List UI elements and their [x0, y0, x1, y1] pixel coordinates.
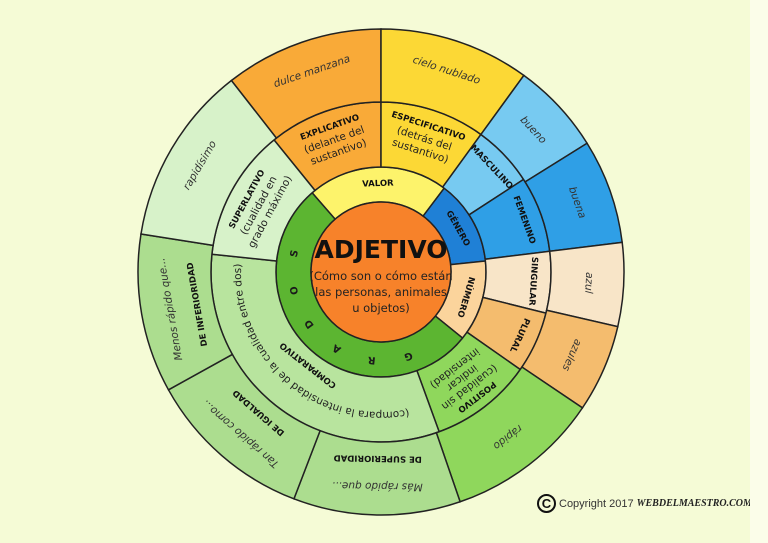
example-azul-label: azul [582, 272, 595, 294]
center-description-line: (Cómo son o cómo están [309, 269, 452, 283]
grados-letter: R [367, 354, 376, 366]
copyright-text: Copyright 2017 [559, 497, 634, 510]
center-description-line: las personas, animales [315, 285, 447, 299]
valor-label: VALOR [362, 178, 394, 189]
de-superioridad-label: DE SUPERIORIDAD [334, 452, 422, 464]
copyright-notice: C Copyright 2017 WEBDELMAESTRO.COM [537, 494, 752, 513]
center-description-line: u objetos) [352, 301, 410, 315]
wheel-segments [137, 28, 625, 516]
grados-letter: G [403, 349, 414, 362]
de-superioridad-label: Más rápido que... [332, 479, 423, 493]
center-disc [310, 201, 452, 343]
center-title: ADJETIVO [315, 235, 448, 264]
copyright-icon: C [537, 494, 556, 513]
grados-letter: S [289, 249, 301, 258]
center-circle: ADJETIVO (Cómo son o cómo están las pers… [309, 201, 453, 343]
copyright-brand: WEBDELMAESTRO.COM [636, 498, 752, 509]
singular-label: SINGULAR [526, 257, 539, 307]
grados-letter: O [289, 285, 302, 296]
segment-de-superioridad [292, 429, 462, 516]
segment-example-rapidisimo [140, 79, 278, 247]
